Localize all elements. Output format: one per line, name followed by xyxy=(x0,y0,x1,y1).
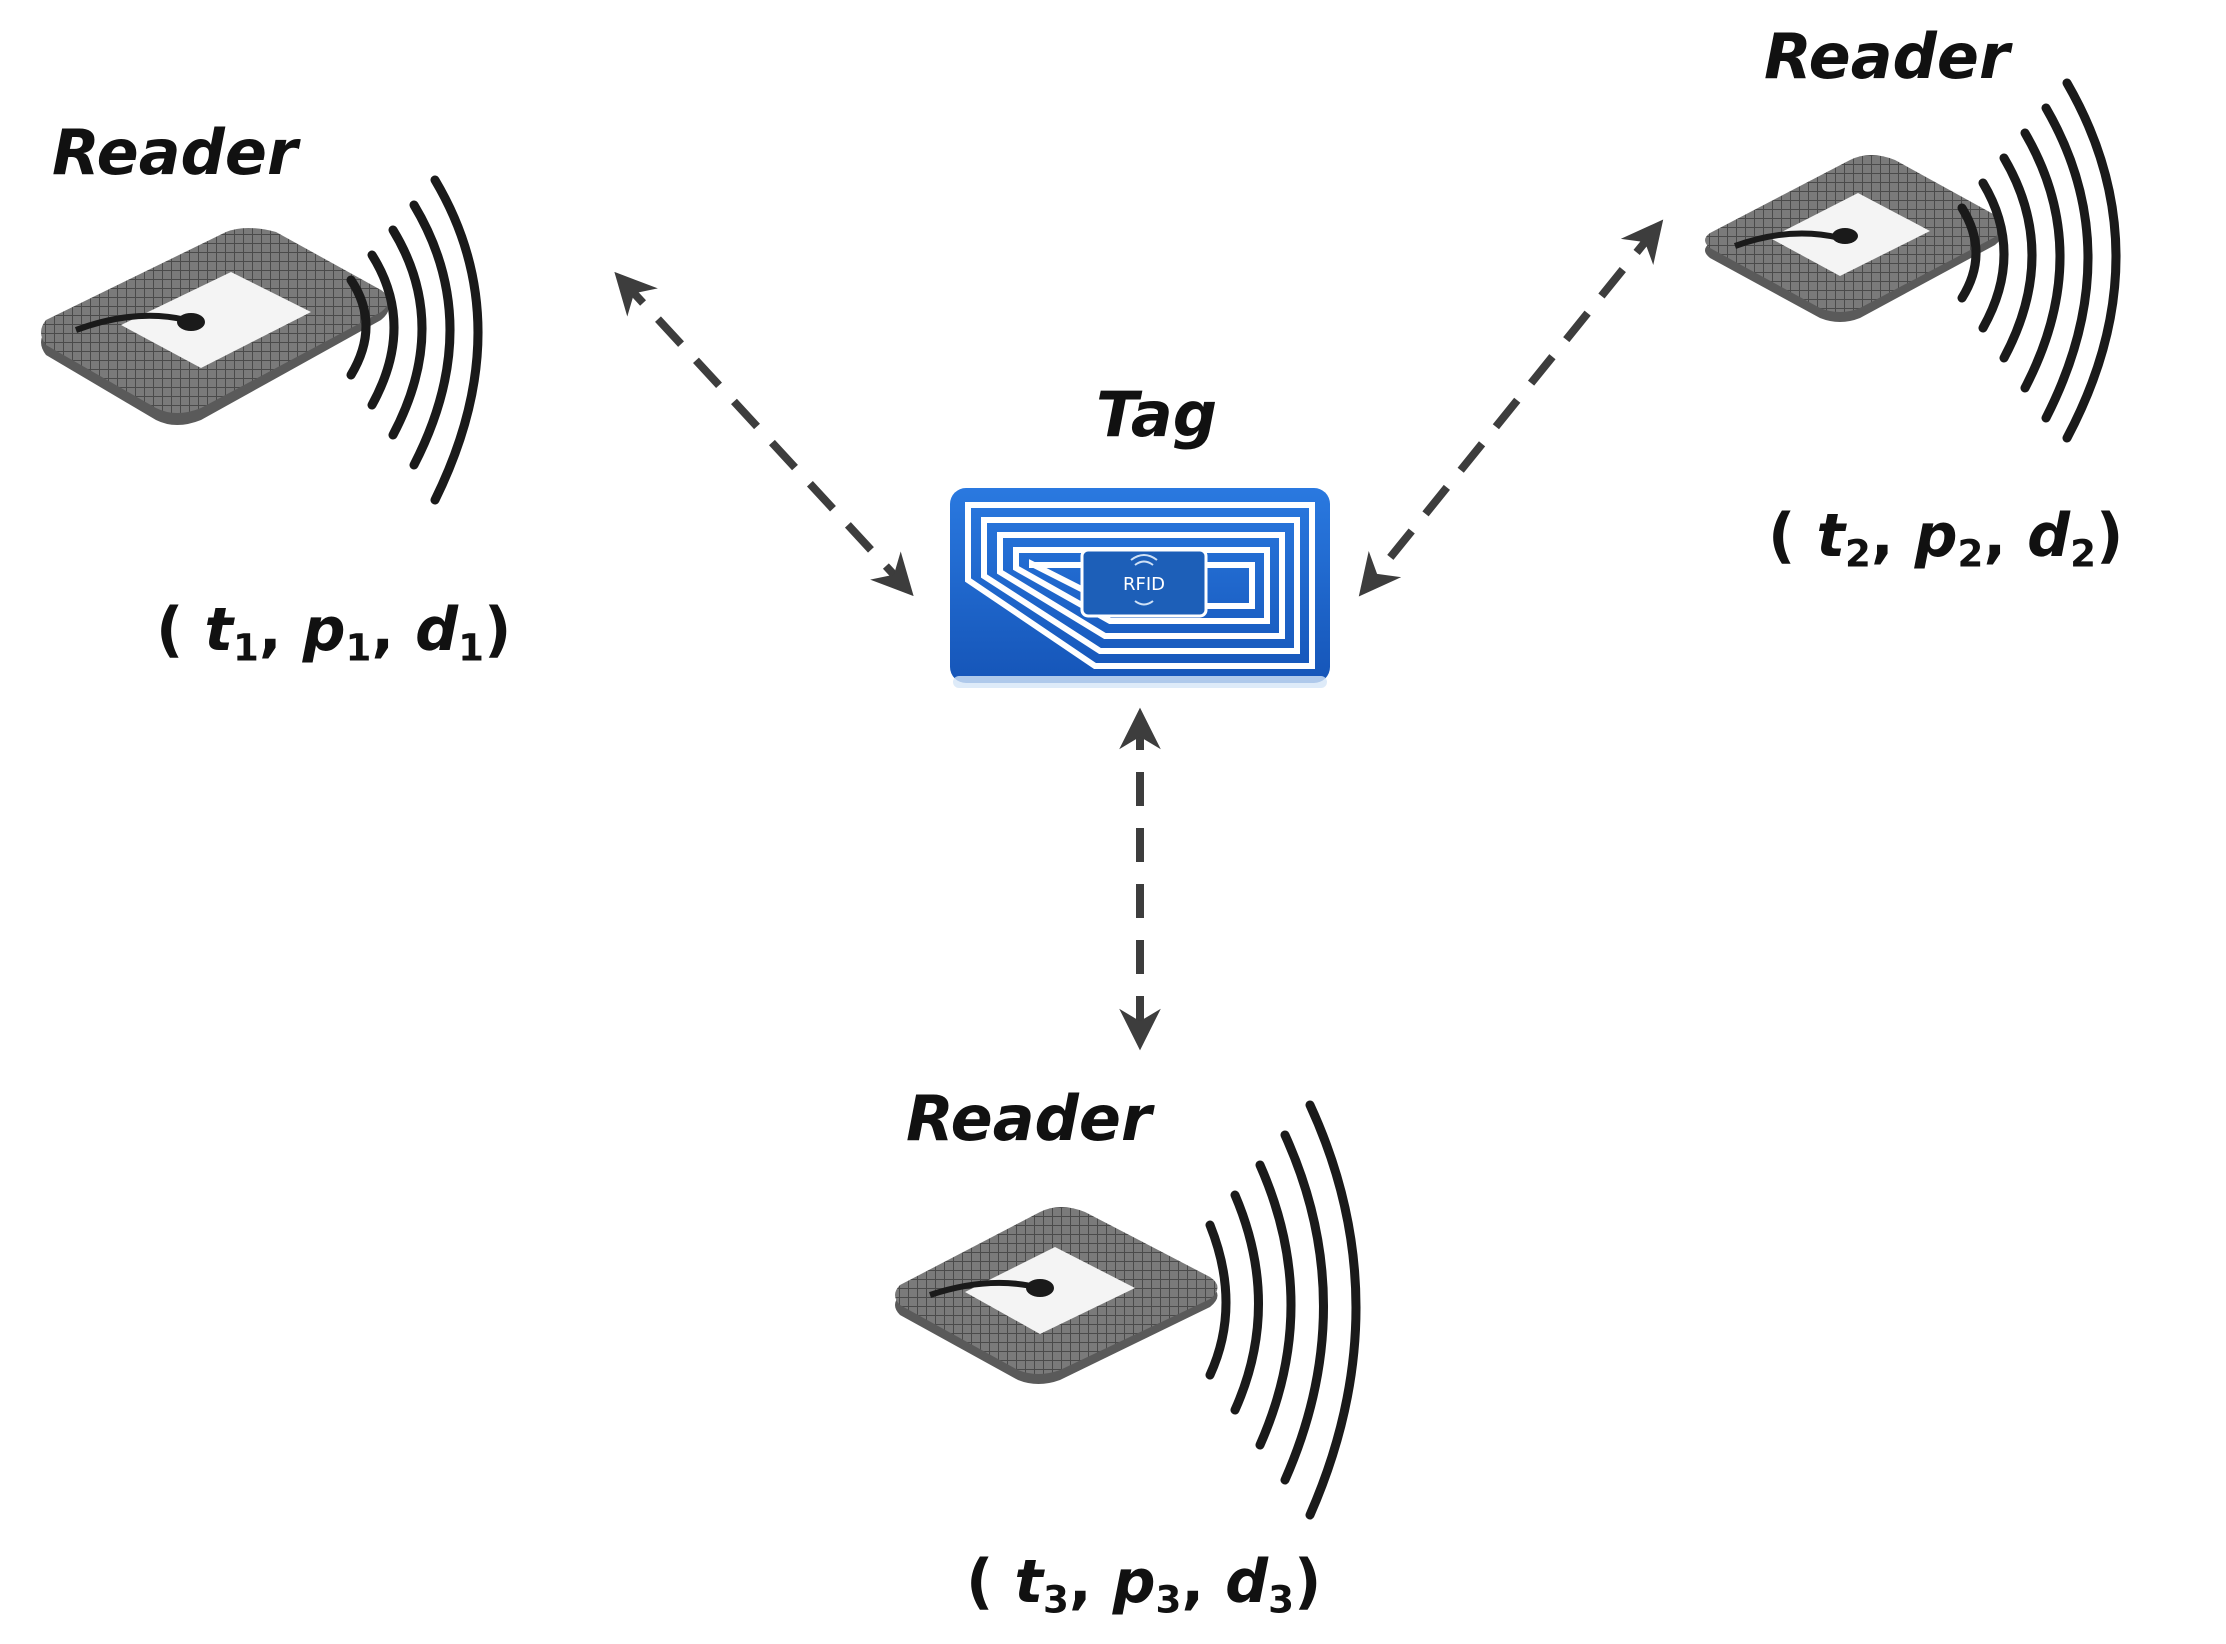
reader-3 xyxy=(895,1100,1361,1520)
reader-3-label: Reader xyxy=(906,1082,1152,1155)
reader-2-params: ( t2, p2, d2) xyxy=(1768,501,2124,576)
reader-1-waves-icon xyxy=(346,175,483,505)
reader-2-pad xyxy=(1705,155,2003,322)
reader-2-waves-icon xyxy=(1957,78,2121,443)
reader-2-label: Reader xyxy=(1764,20,2010,93)
reader-1-params: ( t1, p1, d1) xyxy=(156,595,512,670)
rfid-tag: RFID xyxy=(950,488,1330,688)
arrow-reader-2-tag xyxy=(1358,219,1664,597)
arrow-reader-1-tag xyxy=(614,271,914,597)
reader-1 xyxy=(41,175,483,505)
tag-chip-text: RFID xyxy=(1123,574,1165,595)
tag-chip xyxy=(1080,548,1208,618)
reader-3-params: ( t3, p3, d3) xyxy=(966,1547,1322,1622)
reader-1-pad xyxy=(41,228,389,425)
reader-3-waves-icon xyxy=(1205,1100,1361,1520)
tag-label: Tag xyxy=(1096,378,1218,451)
reader-2 xyxy=(1705,78,2121,443)
tag-chip-signal-icon xyxy=(1130,554,1158,606)
reader-3-pad xyxy=(895,1207,1218,1384)
connection-arrows xyxy=(614,219,1664,1051)
reader-1-label: Reader xyxy=(52,116,298,189)
